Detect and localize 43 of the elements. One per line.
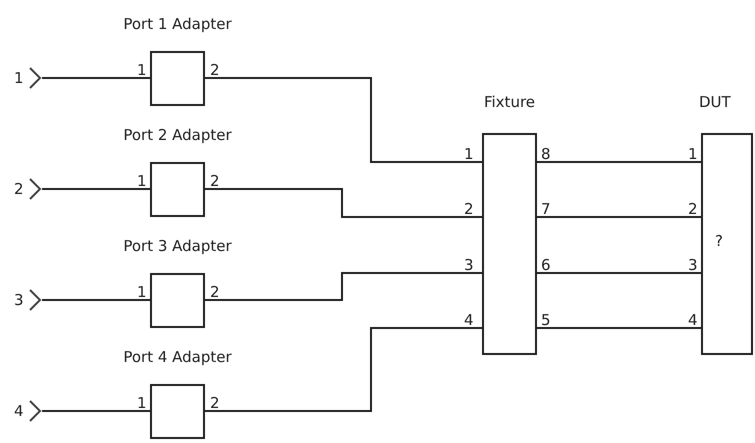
box-title: Port 4 Adapter (123, 348, 232, 366)
pin-number: 5 (541, 312, 551, 328)
connector-line (42, 299, 150, 301)
pin-number: 2 (688, 201, 698, 217)
pin-number: 1 (688, 146, 698, 162)
connector-line (42, 188, 150, 190)
connector-line (537, 161, 701, 163)
port-terminal: 2 (14, 178, 42, 200)
pin-number: 1 (137, 173, 147, 189)
connector-line (205, 77, 482, 163)
connector-line (537, 327, 701, 329)
box-title: Fixture (484, 93, 536, 111)
port-terminal: 4 (14, 400, 42, 422)
pin-number: 2 (210, 284, 220, 300)
pin-number: 4 (688, 312, 698, 328)
pin-number: 4 (464, 312, 474, 328)
pin-number: 2 (464, 201, 474, 217)
pin-number: 1 (137, 62, 147, 78)
connector-line (537, 216, 701, 218)
pin-number: 2 (210, 395, 220, 411)
connector-line (42, 410, 150, 412)
pin-number: 7 (541, 201, 551, 217)
box-title: Port 1 Adapter (123, 15, 232, 33)
box-title: Port 3 Adapter (123, 237, 232, 255)
pin-number: 3 (464, 257, 474, 273)
connector-line (537, 272, 701, 274)
pin-number: 2 (210, 62, 220, 78)
connector-line (205, 188, 482, 218)
connector-line (205, 327, 482, 412)
pin-number: 6 (541, 257, 551, 273)
pin-number: 1 (464, 146, 474, 162)
pin-number: 2 (210, 173, 220, 189)
pin-number: 3 (688, 257, 698, 273)
pin-number: 8 (541, 146, 551, 162)
box-title: DUT (699, 93, 731, 111)
pin-number: 1 (137, 395, 147, 411)
port-terminal: 3 (14, 289, 42, 311)
connector-line (205, 272, 482, 301)
pin-number: 1 (137, 284, 147, 300)
box-text: ? (715, 232, 723, 250)
box-title: Port 2 Adapter (123, 126, 232, 144)
port-terminal: 1 (14, 67, 42, 89)
connector-line (42, 77, 150, 79)
